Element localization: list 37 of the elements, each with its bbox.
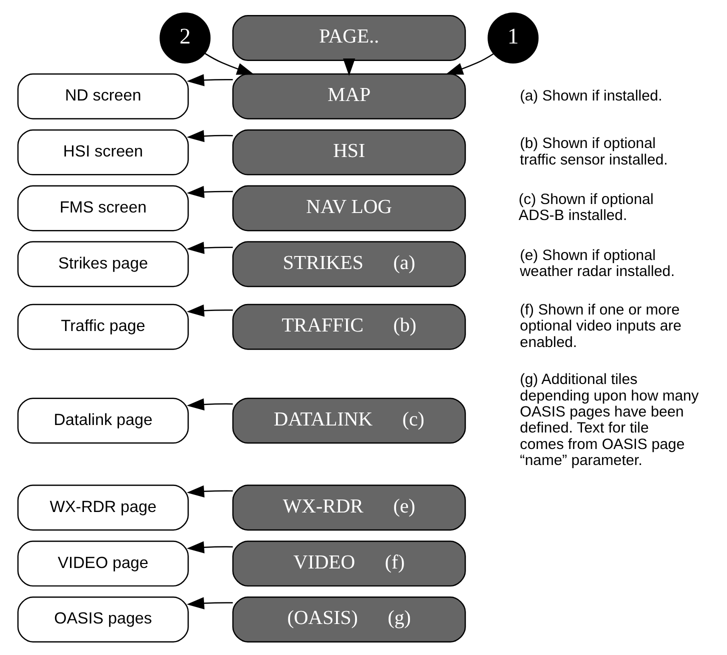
label: (b) Shown if optional traffic sensor installed. [519,136,668,168]
label: (c) Shown if optional ADS-B installed. [518,192,654,224]
label: (a) Shown if installed. [519,88,662,104]
node-box: NAV LOG [232,185,466,232]
arrow [186,398,232,411]
node-box: Strikes page [16,241,188,288]
arrow [186,304,232,317]
node-box: DATALINK (c) [232,398,466,444]
node-circle: 2 [159,12,210,64]
node-box: Traffic page [16,304,188,350]
label: (g) Additional tiles depending upon how many OASIS pages have been defined. Text for tile comes from OASIS page “name” parameter. [519,372,698,469]
arrow [186,186,232,198]
arrow [204,52,254,75]
node-box: FMS screen [16,185,188,232]
arrow [445,53,494,75]
node-box: MAP [232,73,466,120]
node-box: TRAFFIC (b) [232,304,466,350]
node-circle: 1 [487,12,538,64]
label: (e) Shown if optional weather radar installed. [519,248,674,280]
node-box: Datalink page [16,398,188,444]
node-box: HSI [232,129,466,176]
node-box: OASIS pages [16,596,188,642]
node-box: VIDEO page [16,540,188,587]
arrow [186,242,232,254]
arrow [186,485,232,498]
arrow [186,597,232,610]
node-box: ND screen [16,73,188,120]
node-box: (OASIS) (g) [232,596,466,642]
label: (f) Shown if one or more optional video inputs are enabled. [519,302,681,351]
node-box: WX-RDR page [16,484,188,531]
node-box: STRIKES (a) [232,241,466,288]
node-box: HSI screen [16,129,188,176]
arrow [186,541,232,554]
arrow [186,130,232,142]
arrow [186,74,232,86]
node-box: WX-RDR (e) [232,484,466,531]
node-box: VIDEO (f) [232,540,466,587]
